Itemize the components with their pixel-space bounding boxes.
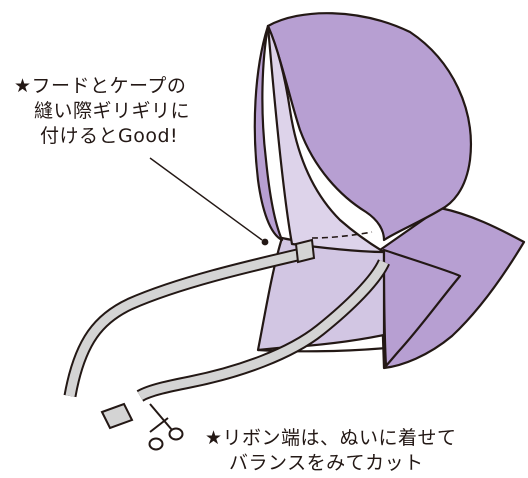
ribbon-knot (294, 238, 316, 264)
annotation-ribbon-cut-line2: バランスをみてカット (229, 452, 424, 474)
ribbon-right-fill (137, 259, 389, 400)
hood-lining (266, 24, 386, 254)
annotation-hood-seam-line3: 付けるとGood! (40, 125, 179, 147)
hood-rim (253, 24, 284, 242)
leader-line (149, 157, 263, 241)
scissors-icon (148, 403, 184, 451)
hood-outer (266, 12, 472, 242)
ribbon-left-fill (65, 247, 312, 397)
annotation-ribbon-cut-line1: ★リボン端は、ぬいに着せて (205, 427, 457, 449)
annotation-ribbon-cut: ★リボン端は、ぬいに着せて バランスをみてカット (205, 426, 457, 476)
leader-dot (261, 238, 269, 246)
annotation-hood-seam-line1: ★フードとケープの (14, 75, 187, 97)
cape-bottom-edge (257, 346, 387, 353)
annotation-hood-seam: ★フードとケープの 縫い際ギリギリに 付けるとGood! (14, 74, 190, 149)
ribbon-scrap-1 (100, 402, 134, 430)
seam-stitch (311, 231, 373, 239)
annotation-hood-seam-line2: 縫い際ギリギリに (34, 100, 191, 122)
cape-front (382, 248, 462, 368)
